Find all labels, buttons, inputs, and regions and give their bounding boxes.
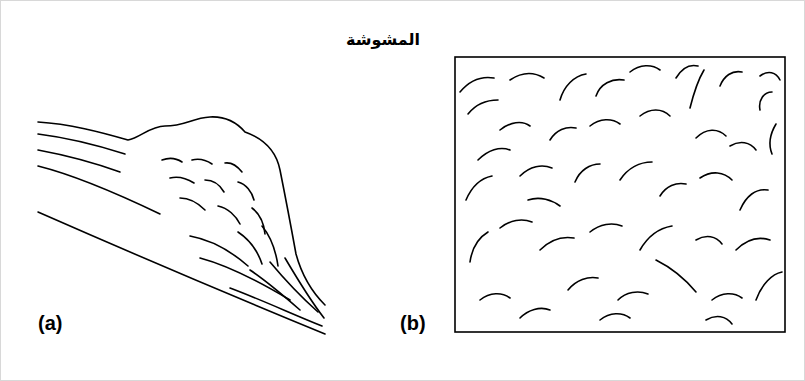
panel-label: (a) [38,312,62,335]
figure-title: المشوشة [346,30,420,49]
panel-label: (b) [400,312,426,335]
